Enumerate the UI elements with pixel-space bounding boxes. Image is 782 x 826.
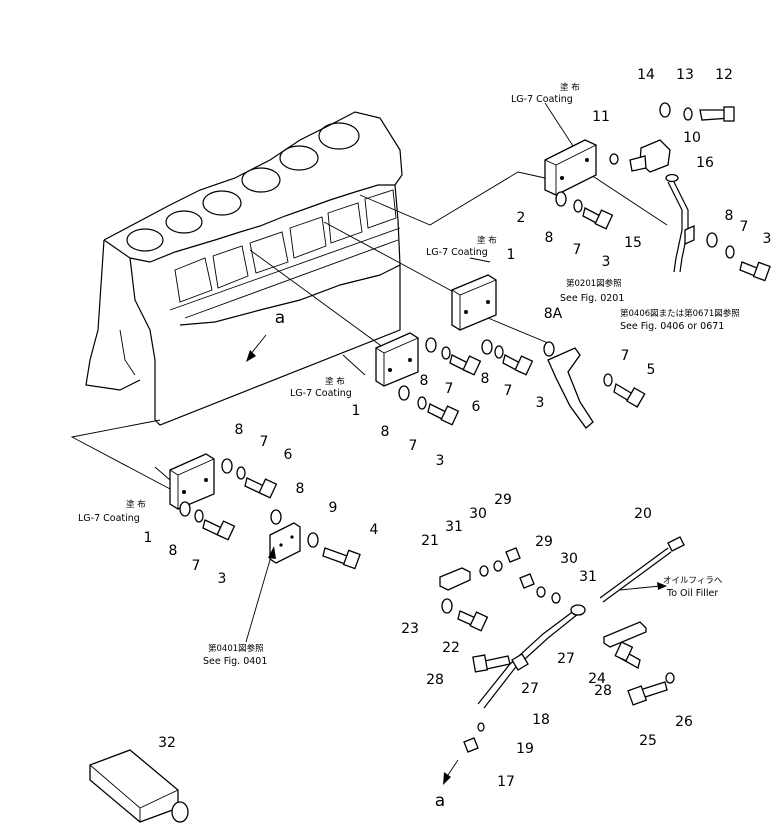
assembly-lines [70,102,668,491]
callout-c24: 24 [588,671,606,687]
callout-c1c: 1 [144,530,153,546]
callout-c7h: 7 [192,558,201,574]
note-n4_en: LG-7 Coating [78,513,140,524]
callout-c3c: 3 [536,395,545,411]
note-n1_jp: 塗 布 [560,82,580,93]
callout-c22: 22 [442,640,460,656]
callout-c8a: 8 [545,230,554,246]
callout-ca1: a [275,308,285,328]
callout-c8g: 8 [296,481,305,497]
fasteners [179,102,771,570]
note-r2_en: See Fig. 0406 or 0671 [620,321,724,332]
callout-c14: 14 [637,67,655,83]
callout-c15: 15 [624,235,642,251]
arrows [245,334,667,785]
note-n2_jp: 塗 布 [477,235,497,246]
note-r1_jp: 第0201図参照 [566,278,622,289]
callout-c28b: 28 [594,683,612,699]
callout-c5: 5 [647,362,656,378]
callout-c19: 19 [516,741,534,757]
callout-c3e: 3 [218,571,227,587]
note-r3_jp: 第0401図参照 [208,643,264,654]
callout-c2: 2 [517,210,526,226]
callout-c4: 4 [370,522,379,538]
callout-c32: 32 [158,735,176,751]
callout-c7g: 7 [260,434,269,450]
callout-ca2: a [435,791,445,811]
callout-c3b: 3 [763,231,772,247]
note-n3_jp: 塗 布 [325,376,345,387]
note-n4_jp: 塗 布 [126,499,146,510]
callout-c27b: 27 [521,681,539,697]
callout-c29b: 29 [535,534,553,550]
cover-plate-2 [544,139,597,196]
callout-c29a: 29 [494,492,512,508]
callout-c7c: 7 [621,348,630,364]
callout-c8d: 8 [481,371,490,387]
callout-c8A: 8A [544,306,563,322]
callout-c7f: 7 [409,438,418,454]
callout-c8h: 8 [169,543,178,559]
callout-c30b: 30 [560,551,578,567]
callout-c3a: 3 [602,254,611,270]
callout-c3d: 3 [436,453,445,469]
callout-c7e: 7 [504,383,513,399]
callout-c7d: 7 [445,381,454,397]
callout-c1a: 1 [507,247,516,263]
callout-c12: 12 [715,67,733,83]
callout-c17: 17 [497,774,515,790]
callout-c30a: 30 [469,506,487,522]
callout-c27a: 27 [557,651,575,667]
note-n1_en: LG-7 Coating [511,94,573,105]
callout-c31a: 31 [445,519,463,535]
callout-c9: 9 [329,500,338,516]
note-oil_en: To Oil Filler [666,588,718,599]
callout-c8f: 8 [235,422,244,438]
callout-c7a: 7 [573,242,582,258]
callout-c1b: 1 [352,403,361,419]
note-r2_jp: 第0406図または第0671図参照 [620,308,740,319]
callout-c8b: 8 [725,208,734,224]
callout-c20: 20 [634,506,652,522]
callout-c18: 18 [532,712,550,728]
callout-c11: 11 [592,109,610,125]
callout-c8e: 8 [381,424,390,440]
callout-c31b: 31 [579,569,597,585]
callout-c6a: 6 [472,399,481,415]
tool-32 [89,749,189,823]
callout-c23: 23 [401,621,419,637]
note-n2_en: LG-7 Coating [426,247,488,258]
dipstick-assembly [439,536,685,753]
callout-c7b: 7 [740,219,749,235]
note-n3_en: LG-7 Coating [290,388,352,399]
cover-plate-1c [169,453,215,510]
note-r1_en: See Fig. 0201 [560,293,624,304]
callout-c6b: 6 [284,447,293,463]
callout-c8c: 8 [420,373,429,389]
note-r3_en: See Fig. 0401 [203,656,267,667]
cover-plate-1b [375,332,419,387]
callout-c10: 10 [683,130,701,146]
callout-c25: 25 [639,733,657,749]
callout-c26: 26 [675,714,693,730]
callout-c21: 21 [421,533,439,549]
callout-c13: 13 [676,67,694,83]
note-oil_jp: オイルフィラへ [663,576,723,586]
callout-c16: 16 [696,155,714,171]
cover-plate-1a [451,274,497,331]
cylinder-block [85,111,403,426]
callout-c28a: 28 [426,672,444,688]
